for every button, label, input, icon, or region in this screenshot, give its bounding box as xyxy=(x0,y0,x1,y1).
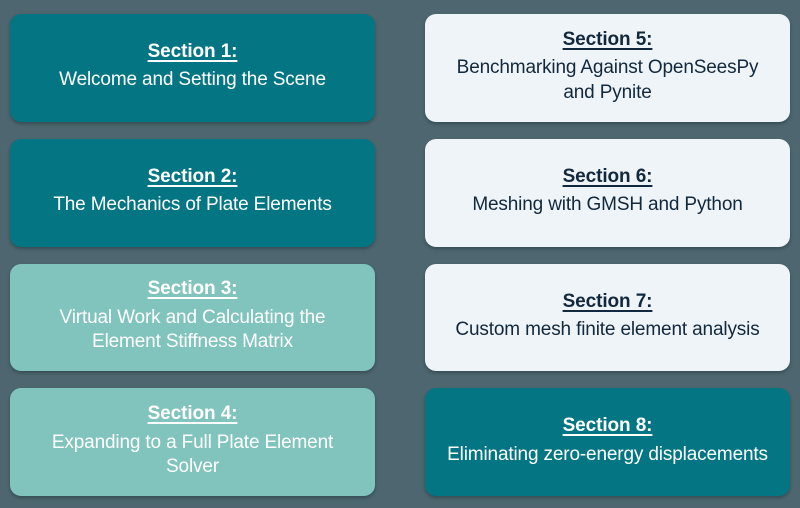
section-card-heading: Section 7: xyxy=(562,290,653,312)
section-card-heading: Section 4: xyxy=(147,403,238,425)
section-card-heading: Section 8: xyxy=(562,415,653,437)
section-card-heading: Section 6: xyxy=(562,165,653,187)
section-card-body: The Mechanics of Plate Elements xyxy=(53,194,332,216)
section-card-body: Expanding to a Full Plate Element Solver xyxy=(51,431,334,477)
section-card-heading: Section 5: xyxy=(562,28,653,50)
section-card-heading: Section 1: xyxy=(147,41,238,63)
section-card-6[interactable]: Section 6: Meshing with GMSH and Python xyxy=(425,138,790,247)
section-card-body: Virtual Work and Calculating the Element… xyxy=(59,306,326,353)
section-card-3[interactable]: Section 3: Virtual Work and Calculating … xyxy=(10,263,375,372)
section-card-body: Custom mesh finite element analysis xyxy=(455,318,760,340)
section-card-7[interactable]: Section 7: Custom mesh finite element an… xyxy=(425,263,790,372)
section-card-body: Benchmarking Against OpenSeesPy and Pyni… xyxy=(456,57,759,103)
section-card-5[interactable]: Section 5: Benchmarking Against OpenSees… xyxy=(425,14,790,122)
section-card-body: Meshing with GMSH and Python xyxy=(472,194,743,216)
section-card-4[interactable]: Section 4: Expanding to a Full Plate Ele… xyxy=(10,388,375,496)
section-card-8[interactable]: Section 8: Eliminating zero-energy displ… xyxy=(425,388,790,496)
section-card-heading: Section 3: xyxy=(147,278,238,300)
section-card-1[interactable]: Section 1: Welcome and Setting the Scene xyxy=(10,14,375,122)
section-card-body: Welcome and Setting the Scene xyxy=(59,69,326,91)
section-card-body: Eliminating zero-energy displacements xyxy=(447,443,768,465)
section-card-2[interactable]: Section 2: The Mechanics of Plate Elemen… xyxy=(10,138,375,247)
section-card-heading: Section 2: xyxy=(147,165,238,187)
